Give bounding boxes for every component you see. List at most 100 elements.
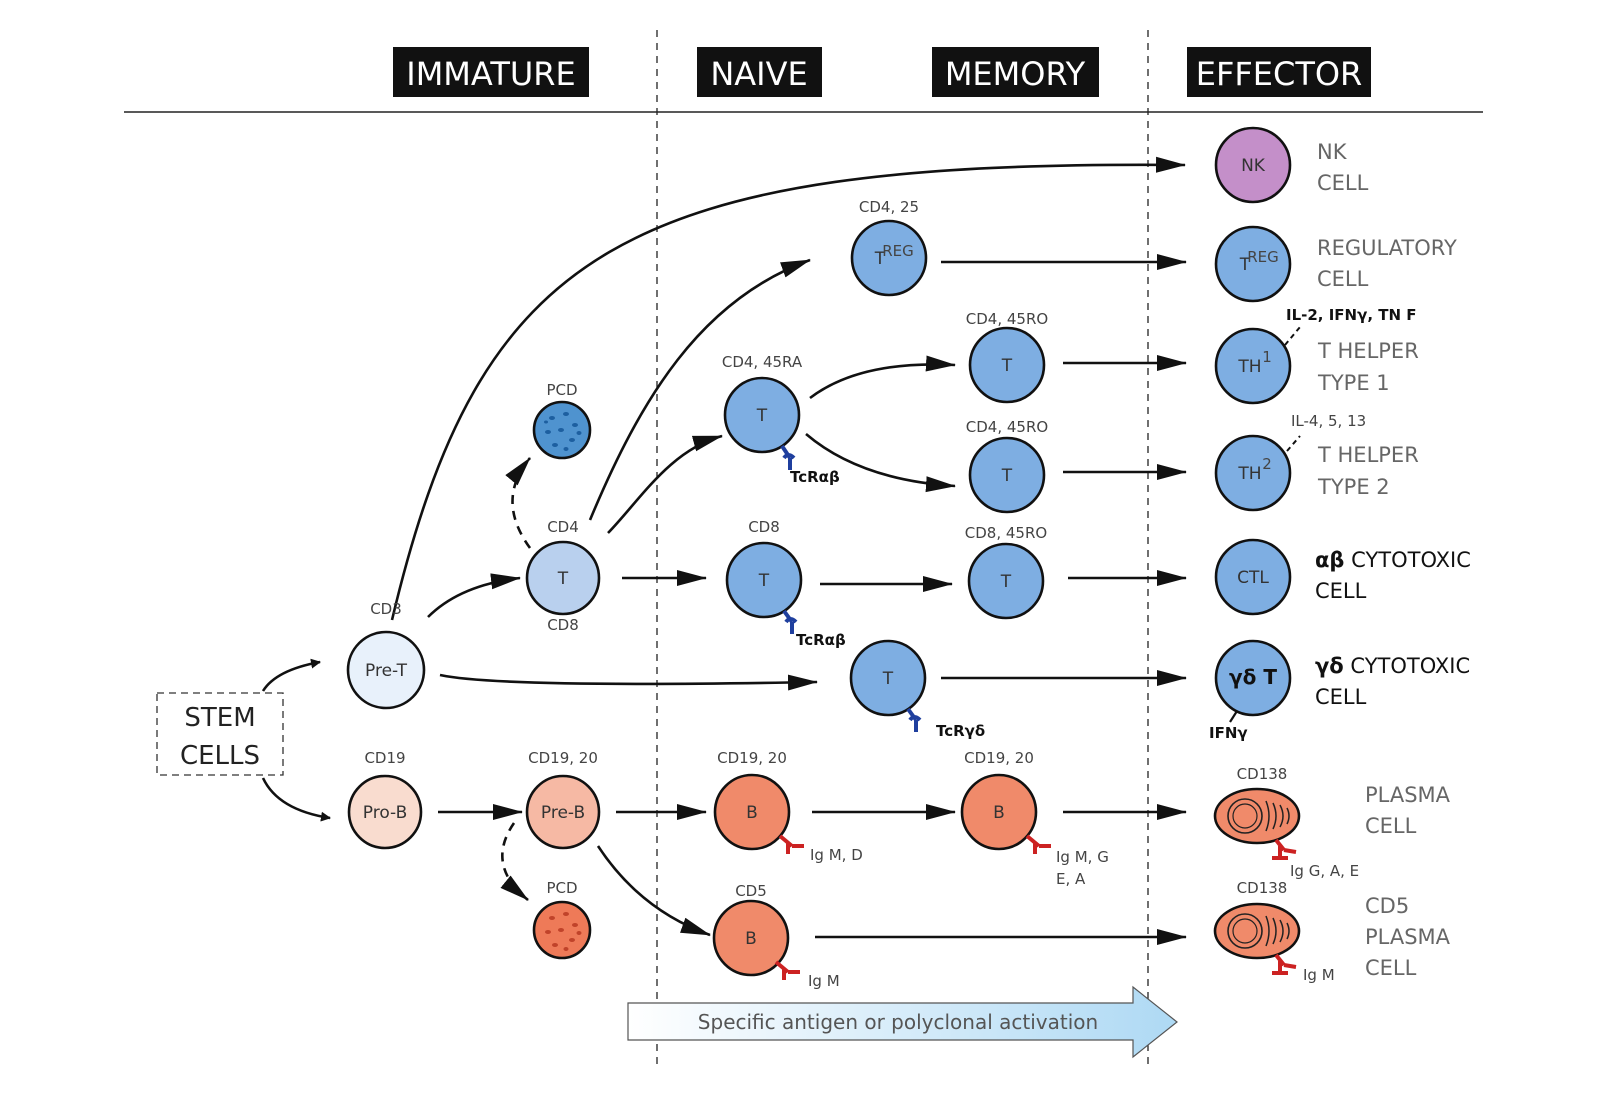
plasma-cell-effector: CD138 Ig G, A, E PLASMA CELL — [1213, 765, 1451, 880]
b-cd5-marker: CD5 — [735, 882, 767, 900]
t-naive-cd4-marker: CD4, 45RA — [722, 353, 803, 371]
arrow-t-immature-to-pcd — [505, 457, 532, 549]
arrow-t-immature-to-treg — [588, 258, 811, 521]
cd5-plasma-cell-ig: Ig M — [1303, 966, 1335, 984]
treg-naive-marker: CD4, 25 — [859, 198, 919, 216]
plasma-cell-marker: CD138 — [1237, 765, 1288, 783]
ctl-effector-prefix: αβ — [1315, 548, 1344, 572]
th1-effector-label: TH — [1237, 357, 1261, 377]
pre-t-cell: CD3 Pre-T — [346, 600, 426, 710]
th2-effector-label: TH — [1237, 464, 1261, 484]
b-memory-label: B — [993, 803, 1005, 823]
t-naive-cd8-cell: CD8 T TcRαβ — [725, 518, 846, 649]
ig-receptor-naive — [778, 834, 804, 854]
th2-effector-name1: T HELPER — [1317, 443, 1419, 467]
arrow-t-immature-to-cd4-naive — [607, 434, 723, 534]
stem-label-line1: STEM — [184, 703, 255, 733]
b-memory-ig-line1: Ig M, G — [1056, 848, 1109, 866]
t-gamma-delta-label: T — [882, 669, 894, 689]
th2-effector-name2: TYPE 2 — [1317, 475, 1390, 499]
tcr-alpha-beta-receptor — [780, 444, 796, 470]
gamma-delta-effector-label: γδ T — [1229, 665, 1277, 689]
stage-label-memory: MEMORY — [945, 55, 1086, 93]
t-immature-label: T — [557, 569, 569, 589]
pcd-t-cell: PCD — [532, 381, 592, 460]
t-naive-cd4-receptor: TcRαβ — [790, 468, 840, 486]
t-naive-cd8-receptor: TcRαβ — [796, 631, 846, 649]
arrow-pre-t-to-nk — [390, 156, 1186, 621]
b-memory-marker: CD19, 20 — [964, 749, 1034, 767]
t-memory-th2-label: T — [1001, 466, 1013, 486]
th1-effector: IL-2, IFNγ, TN F TH 1 T HELPER TYPE 1 — [1214, 306, 1419, 405]
plasma-cell-er — [1265, 800, 1290, 832]
th2-effector-sup: 2 — [1262, 455, 1272, 473]
tcr-alpha-beta-receptor-cd8 — [782, 609, 798, 634]
t-immature-cell: CD4 T CD8 — [525, 518, 601, 634]
arrow-pre-b-to-b-cd5 — [596, 845, 711, 937]
cd5-plasma-cell-marker: CD138 — [1237, 879, 1288, 897]
stage-label-immature: IMMATURE — [406, 55, 575, 93]
arrow-pre-t-to-t-immature — [427, 573, 521, 618]
t-memory-th1-cell: CD4, 45RO T — [966, 310, 1048, 404]
activation-label: Specific antigen or polyclonal activatio… — [698, 1010, 1098, 1034]
treg-effector-name2: CELL — [1317, 267, 1369, 291]
t-memory-cd8-marker: CD8, 45RO — [965, 524, 1047, 542]
treg-naive-cell: CD4, 25 T REG — [850, 198, 928, 297]
t-memory-cd8-label: T — [1000, 572, 1012, 592]
treg-naive-label: T — [874, 249, 886, 269]
tcr-gamma-delta-receptor — [906, 707, 922, 732]
t-memory-th2-marker: CD4, 45RO — [966, 418, 1048, 436]
b-memory-ig-line2: E, A — [1056, 870, 1086, 888]
pre-b-marker: CD19, 20 — [528, 749, 598, 767]
t-memory-th2-cell: CD4, 45RO T — [966, 418, 1048, 514]
arrow-pre-t-to-gamma-delta — [439, 673, 818, 691]
th1-cytokine-leader — [1284, 326, 1301, 346]
pcd-b-cell: PCD — [532, 879, 592, 960]
th1-effector-name1: T HELPER — [1317, 339, 1419, 363]
t-memory-th1-marker: CD4, 45RO — [966, 310, 1048, 328]
ctl-effector-name2: CELL — [1315, 579, 1367, 603]
arrow-cd4-naive-to-th2-memory — [805, 433, 956, 493]
pre-b-label: Pre-B — [541, 803, 585, 823]
t-naive-cd8-label: T — [758, 571, 770, 591]
gamma-delta-effector-prefix: γδ — [1315, 654, 1344, 678]
b-cd5-label: B — [745, 929, 757, 949]
stage-header-naive: NAIVE — [697, 47, 822, 97]
gamma-delta-cytokine: IFNγ — [1209, 724, 1248, 742]
treg-naive-sup: REG — [882, 242, 914, 260]
stage-label-effector: EFFECTOR — [1196, 55, 1363, 93]
cd5-plasma-cell-effector: CD138 Ig M CD5 PLASMA CELL — [1213, 879, 1451, 984]
th1-effector-name2: TYPE 1 — [1317, 371, 1390, 395]
gamma-delta-effector: γδ T IFNγ γδ CYTOTOXIC CELL — [1209, 639, 1470, 742]
b-naive-ig: Ig M, D — [810, 846, 863, 864]
plasma-cell-name1: PLASMA — [1365, 783, 1451, 807]
ifn-gamma-leader — [1229, 710, 1238, 723]
gamma-delta-effector-name2: CELL — [1315, 685, 1367, 709]
t-naive-cd4-label: T — [756, 406, 768, 426]
plasma-cell-name2: CELL — [1365, 814, 1417, 838]
pathway-arrows — [261, 156, 1187, 945]
arrow-stem-to-pre-t — [261, 658, 321, 692]
pcd-b-marker: PCD — [546, 879, 577, 897]
ctl-effector-label: CTL — [1237, 568, 1269, 588]
stem-cells-box: STEM CELLS — [156, 692, 284, 776]
pro-b-cell: CD19 Pro-B — [347, 749, 423, 850]
t-naive-cd8-marker: CD8 — [748, 518, 780, 536]
t-immature-marker-top: CD4 — [547, 518, 579, 536]
treg-effector-sup: REG — [1247, 248, 1279, 266]
t-naive-cd4-cell: CD4, 45RA T TcRαβ — [722, 353, 840, 486]
nk-effector-name1: NK — [1317, 140, 1348, 164]
arrow-pre-b-to-pcd — [500, 822, 529, 902]
cd5-plasma-cell-name1: CD5 — [1365, 894, 1409, 918]
ig-receptor-memory — [1025, 834, 1051, 854]
b-naive-cell: CD19, 20 B Ig M, D — [713, 749, 863, 864]
plasma-cell-ig: Ig G, A, E — [1290, 862, 1359, 880]
pcd-t-marker: PCD — [546, 381, 577, 399]
ctl-effector: CTL αβ CYTOTOXIC CELL — [1214, 538, 1471, 616]
treg-effector-label: T — [1239, 255, 1251, 275]
arrow-stem-to-pro-b — [261, 777, 331, 822]
ig-receptor-cd5-plasma — [1272, 953, 1297, 975]
th2-cytokines: IL-4, 5, 13 — [1291, 412, 1366, 430]
gamma-delta-effector-name1: CYTOTOXIC — [1344, 654, 1470, 678]
activation-arrow: Specific antigen or polyclonal activatio… — [627, 985, 1178, 1059]
